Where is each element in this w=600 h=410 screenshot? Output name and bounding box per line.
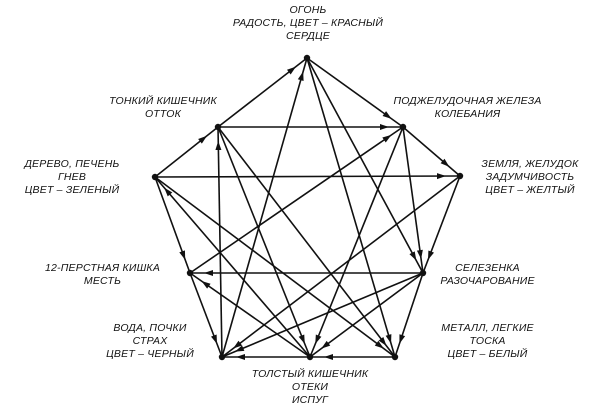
arrowhead-icon (286, 66, 296, 75)
label-line: 12-ПЕРСТНАЯ КИШКА (44, 262, 161, 274)
arrowhead-icon (236, 354, 245, 360)
edge-large_intestine-duodenum (189, 272, 311, 358)
label-metal: МЕТАЛЛ, ЛЕГКИЕ ТОСКА ЦВЕТ – БЕЛЫЙ (425, 322, 550, 361)
edge-wood-small_intestine (154, 126, 219, 178)
edge-spleen-large_intestine (309, 272, 424, 358)
arrowhead-icon (436, 173, 447, 180)
label-line: ОГОНЬ (289, 4, 327, 16)
arrowhead-icon (324, 354, 333, 360)
edge-fire-spleen (306, 57, 424, 274)
node-fire (303, 54, 311, 62)
edge-pancreas-earth (402, 126, 461, 177)
arrowhead-icon (382, 134, 392, 143)
arrowhead-icon (382, 111, 392, 119)
label-line: СЕЛЕЗЕНКА (455, 262, 520, 274)
arrowhead-icon (321, 340, 331, 349)
arrowhead-icon (164, 187, 173, 197)
arrowhead-icon (233, 340, 243, 349)
arrowhead-icon (297, 71, 304, 81)
arrowhead-icon (385, 334, 392, 344)
label-large-intestine: ТОЛСТЫЙ КИШЕЧНИК ОТЕКИ ИСПУГ (235, 368, 385, 407)
edge-wood-metal (154, 176, 396, 358)
node-spleen (419, 269, 427, 277)
node-duodenum (186, 269, 194, 277)
edge-pancreas-large_intestine (309, 126, 404, 358)
edge-water-fire (221, 57, 308, 358)
arrowhead-icon (440, 158, 450, 167)
label-line: ЦВЕТ – БЕЛЫЙ (447, 348, 528, 360)
arrowhead-icon (378, 336, 387, 346)
label-line: ВОДА, ПОЧКИ (113, 322, 187, 334)
arrowhead-icon (416, 249, 423, 260)
label-spleen: СЕЛЕЗЕНКА РАЗОЧАРОВАНИЕ (425, 262, 550, 288)
arrowhead-icon (201, 281, 211, 289)
label-earth: ЗЕМЛЯ, ЖЕЛУДОК ЗАДУМЧИВОСТЬ ЦВЕТ – ЖЕЛТЫ… (465, 158, 595, 197)
edge-small_intestine-metal (217, 126, 396, 358)
arrowhead-icon (211, 334, 218, 344)
node-water (218, 353, 226, 361)
label-line: ТОНКИЙ КИШЕЧНИК (109, 95, 217, 107)
label-line: ЦВЕТ – ЗЕЛЕНЫЙ (24, 184, 120, 196)
label-line: КОЛЕБАНИЯ (434, 108, 501, 120)
label-fire: ОГОНЬ РАДОСТЬ, ЦВЕТ – КРАСНЫЙ СЕРДЦЕ (228, 4, 388, 43)
arrowhead-icon (234, 345, 245, 352)
edge-earth-water (221, 175, 461, 358)
edge-small_intestine-large_intestine (217, 126, 311, 358)
edge-wood-earth (154, 175, 461, 178)
node-pancreas (399, 123, 407, 131)
node-wood (151, 173, 159, 181)
label-wood: ДЕРЕВО, ПЕЧЕНЬ ГНЕВ ЦВЕТ – ЗЕЛЕНЫЙ (2, 158, 142, 197)
label-line: ОТТОК (144, 108, 182, 120)
node-small_intestine (214, 123, 222, 131)
label-line: МЕСТЬ (83, 275, 122, 287)
arrowhead-icon (198, 135, 208, 144)
label-small-intestine: ТОНКИЙ КИШЕЧНИК ОТТОК (88, 95, 238, 121)
label-line: ЦВЕТ – ЖЕЛТЫЙ (485, 184, 575, 196)
label-duodenum: 12-ПЕРСТНАЯ КИШКА МЕСТЬ (30, 262, 175, 288)
label-line: МЕТАЛЛ, ЛЕГКИЕ (441, 322, 534, 334)
label-line: ГНЕВ (57, 171, 87, 183)
label-line: ЗАДУМЧИВОСТЬ (485, 171, 575, 183)
arrowhead-icon (298, 334, 305, 345)
label-water: ВОДА, ПОЧКИ СТРАХ ЦВЕТ – ЧЕРНЫЙ (90, 322, 210, 361)
node-metal (391, 353, 399, 361)
edge-water-small_intestine (217, 126, 223, 358)
label-line: ТОСКА (469, 335, 506, 347)
edge-fire-metal (306, 57, 396, 358)
label-line: ОТЕКИ (291, 381, 329, 393)
edge-spleen-water (221, 272, 424, 358)
arrowhead-icon (409, 251, 417, 261)
label-line: ЗЕМЛЯ, ЖЕЛУДОК (481, 158, 579, 170)
node-earth (456, 172, 464, 180)
label-line: РАДОСТЬ, ЦВЕТ – КРАСНЫЙ (232, 17, 384, 29)
label-line: ПОДЖЕЛУДОЧНАЯ ЖЕЛЕЗА (393, 95, 542, 107)
arrowhead-icon (179, 250, 186, 260)
arrowhead-icon (427, 250, 435, 260)
arrowhead-icon (380, 124, 389, 130)
arrowhead-icon (204, 270, 213, 276)
label-line: СТРАХ (132, 335, 168, 347)
label-line: ЦВЕТ – ЧЕРНЫЙ (106, 348, 194, 360)
arrowhead-icon (399, 334, 406, 344)
arrowhead-icon (315, 334, 322, 345)
edge-spleen-metal (394, 272, 424, 358)
arrowhead-icon (215, 140, 222, 151)
edge-large_intestine-wood (154, 176, 311, 358)
label-line: РАЗОЧАРОВАНИЕ (440, 275, 535, 287)
label-line: ИСПУГ (291, 394, 329, 406)
edge-pancreas-spleen (402, 126, 424, 274)
arrowhead-icon (374, 340, 384, 349)
label-pancreas: ПОДЖЕЛУДОЧНАЯ ЖЕЛЕЗА КОЛЕБАНИЯ (375, 95, 560, 121)
edge-duodenum-pancreas (189, 126, 404, 274)
label-line: СЕРДЦЕ (286, 30, 330, 42)
label-line: ДЕРЕВО, ПЕЧЕНЬ (24, 158, 120, 170)
node-large_intestine (306, 353, 314, 361)
label-line: ТОЛСТЫЙ КИШЕЧНИК (251, 368, 369, 380)
